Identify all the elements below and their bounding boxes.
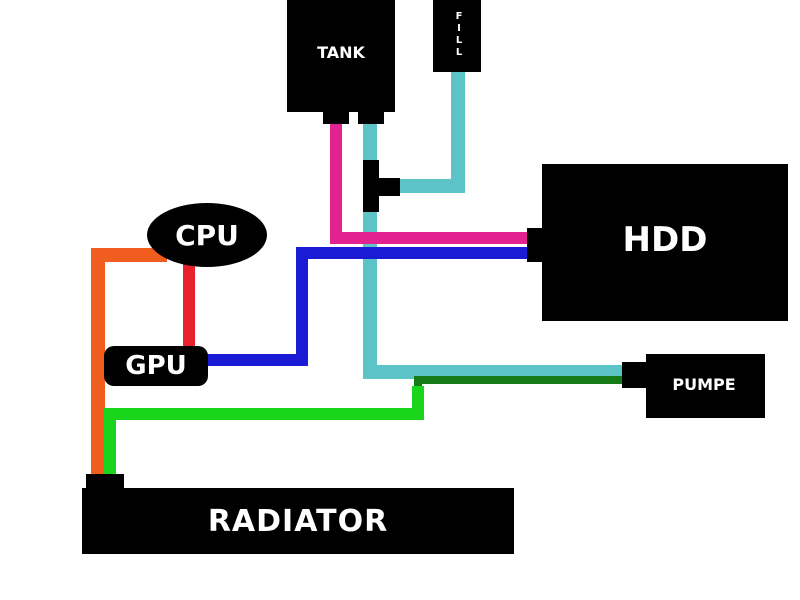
gpu-label: GPU bbox=[125, 351, 187, 381]
t-junction-branch bbox=[370, 178, 400, 196]
cpu-label: CPU bbox=[175, 218, 239, 252]
blue-tube-gpu-hdd bbox=[198, 247, 536, 366]
pumpe-port bbox=[622, 362, 650, 388]
hdd-block bbox=[542, 164, 788, 321]
components bbox=[82, 0, 788, 554]
tank-block bbox=[287, 0, 395, 112]
cpu-block bbox=[147, 203, 267, 267]
radiator-label: RADIATOR bbox=[207, 503, 389, 539]
hdd-port bbox=[527, 228, 545, 262]
magenta-tube-tank-hdd bbox=[330, 112, 536, 244]
hdd-label: HDD bbox=[622, 220, 708, 260]
fill-label: F I L L bbox=[455, 11, 463, 58]
radiator-block bbox=[82, 488, 514, 554]
radiator-port bbox=[86, 474, 124, 492]
gpu-block bbox=[104, 346, 208, 386]
orange-tube-cpu-radiator bbox=[91, 248, 167, 485]
pumpe-block bbox=[646, 354, 765, 418]
pumpe-label: PUMPE bbox=[672, 374, 736, 394]
fill-block bbox=[433, 0, 481, 72]
tank-port-left bbox=[323, 108, 349, 124]
tank-label: TANK bbox=[317, 42, 365, 62]
green-tube-radiator bbox=[104, 386, 424, 484]
cyan-tube-fill bbox=[379, 67, 465, 193]
tank-port-right bbox=[358, 108, 384, 124]
